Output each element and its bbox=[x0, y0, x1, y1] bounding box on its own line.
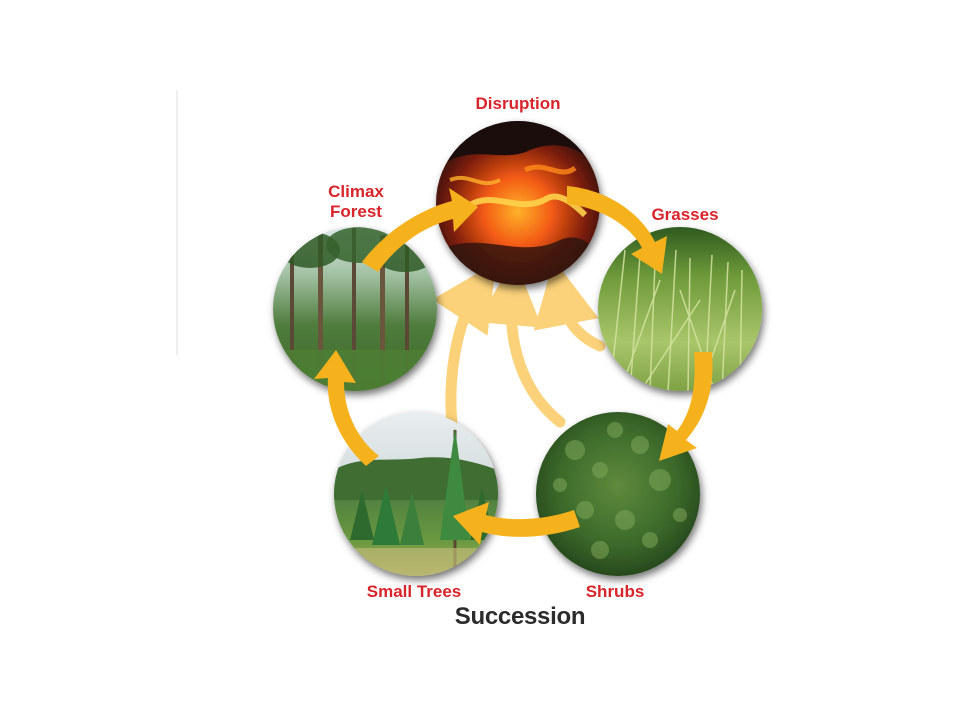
label-climax-forest-line-2: Forest bbox=[330, 202, 382, 221]
arrow-grasses-to-shrubs bbox=[659, 352, 713, 461]
diagram-caption: Succession bbox=[454, 603, 586, 630]
arrow-shrubs-to-small-trees bbox=[453, 502, 580, 545]
label-small-trees: Small Trees bbox=[366, 582, 462, 601]
shrubs-image bbox=[536, 412, 700, 576]
label-shrubs: Shrubs bbox=[585, 582, 645, 601]
disruption-image bbox=[436, 121, 600, 285]
grasses-image bbox=[598, 227, 762, 391]
faint-edge-line bbox=[176, 90, 178, 355]
return-arrow-from-small-trees bbox=[432, 262, 497, 430]
climax-forest-image bbox=[273, 227, 437, 391]
arrow-climax-forest-to-disruption bbox=[362, 188, 478, 272]
label-climax-forest-line-1: Climax bbox=[328, 182, 384, 201]
return-arrow-from-grasses bbox=[533, 259, 606, 352]
label-climax-forest: Climax Forest bbox=[316, 182, 396, 222]
return-arrow-from-shrubs bbox=[476, 259, 566, 428]
arrow-small-trees-to-climax-forest bbox=[314, 350, 379, 466]
return-arrows bbox=[432, 259, 606, 430]
cycle-arrows bbox=[314, 186, 713, 545]
label-disruption: Disruption bbox=[475, 94, 561, 113]
arrow-disruption-to-grasses bbox=[567, 186, 667, 274]
label-grasses: Grasses bbox=[651, 205, 719, 224]
